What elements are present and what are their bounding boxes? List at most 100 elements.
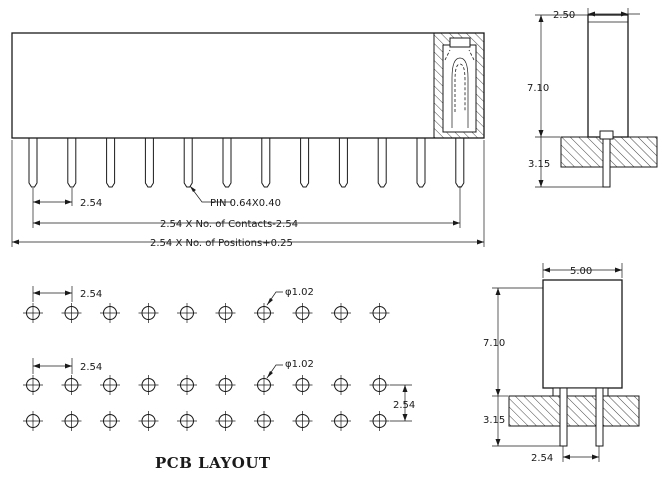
double-width-label: 5.00 xyxy=(570,266,592,277)
dimension-arrow-icon xyxy=(402,414,408,421)
pcb-double-pitch-label: 2.54 xyxy=(80,362,102,373)
side-view-double-row: 5.00 7.10 3.15 2.54 xyxy=(483,263,640,464)
dimension-arrow-icon xyxy=(563,454,570,460)
contacts-dimension: 2.54 X No. of Contacts-2.54 xyxy=(32,186,461,230)
dimension-arrow-icon xyxy=(453,220,460,226)
hole-icon xyxy=(369,303,390,323)
dimension-arrow-icon xyxy=(65,363,72,369)
pcb-double-hole-label: φ1.02 xyxy=(285,359,314,370)
side-height-label: 7.10 xyxy=(527,83,549,94)
pcb-layout-title: PCB LAYOUT xyxy=(155,454,271,472)
dimension-arrow-icon xyxy=(621,11,628,17)
hole-icon xyxy=(100,375,120,395)
front-pins xyxy=(28,138,465,188)
housing-section xyxy=(433,32,485,139)
hole-icon xyxy=(331,303,351,323)
dimension-arrow-icon xyxy=(588,11,595,17)
hole-icon xyxy=(61,375,82,395)
hole-icon xyxy=(331,375,351,395)
hole-icon xyxy=(61,411,82,431)
pin xyxy=(261,138,271,188)
dimension-arrow-icon xyxy=(33,220,40,226)
side-width-label: 2.50 xyxy=(553,10,575,21)
pin-label: PIN 0.64X0.40 xyxy=(210,198,281,209)
dimension-arrow-icon xyxy=(495,288,501,295)
dimension-arrow-icon xyxy=(402,385,408,392)
pin xyxy=(377,138,387,188)
dimension-arrow-icon xyxy=(538,130,544,137)
dimension-arrow-icon xyxy=(33,199,40,205)
dimension-arrow-icon xyxy=(477,239,484,245)
pin xyxy=(222,138,232,188)
hole-icon xyxy=(23,375,43,395)
hole-icon xyxy=(177,375,197,395)
pcb-row-pitch-label: 2.54 xyxy=(393,400,415,411)
hole-icon xyxy=(61,303,82,323)
side-view-single-row: 2.50 7.10 3.15 xyxy=(527,8,658,188)
hole-icon xyxy=(100,411,120,431)
double-height-label: 7.10 xyxy=(483,338,505,349)
hole-icon xyxy=(215,411,236,431)
pcb-double-row: 2.54 φ1.02 2.54 xyxy=(23,358,415,431)
hole-icon xyxy=(254,303,274,323)
hole-icon xyxy=(138,411,159,431)
hole-icon xyxy=(215,303,236,323)
pitch-label: 2.54 xyxy=(80,198,102,209)
pcb-single-pitch-label: 2.54 xyxy=(80,289,102,300)
hole-icon xyxy=(331,411,351,431)
hole-icon xyxy=(23,303,43,323)
double-pitch-label: 2.54 xyxy=(531,453,553,464)
pin-callout: PIN 0.64X0.40 xyxy=(189,185,281,209)
side-tail-label: 3.15 xyxy=(528,159,550,170)
pin xyxy=(416,138,426,188)
dimension-arrow-icon xyxy=(495,439,501,446)
pcb-single-holes xyxy=(23,303,390,323)
pin xyxy=(183,138,193,188)
dimension-arrow-icon xyxy=(33,290,40,296)
contacts-label: 2.54 X No. of Contacts-2.54 xyxy=(160,219,298,230)
pcb-single-hole-label: φ1.02 xyxy=(285,287,314,298)
hole-icon xyxy=(100,303,120,323)
dimension-arrow-icon xyxy=(615,267,622,273)
hole-icon xyxy=(254,411,274,431)
hole-icon xyxy=(138,375,159,395)
hole-icon xyxy=(138,303,159,323)
pin xyxy=(338,138,348,188)
pcb-single-row: 2.54 φ1.02 xyxy=(23,286,390,323)
pin xyxy=(455,138,465,188)
pin xyxy=(28,138,38,188)
hole-icon xyxy=(292,375,313,395)
hole-icon xyxy=(292,411,313,431)
dimension-arrow-icon xyxy=(538,180,544,187)
pin xyxy=(106,138,116,188)
hole-icon xyxy=(215,375,236,395)
pcb-double-holes xyxy=(23,375,390,431)
dimension-arrow-icon xyxy=(65,290,72,296)
dimension-arrow-icon xyxy=(592,454,599,460)
side-housing xyxy=(587,14,629,138)
hole-icon xyxy=(369,411,390,431)
positions-label: 2.54 X No. of Positions+0.25 xyxy=(150,238,293,249)
pin xyxy=(300,138,310,188)
dimension-arrow-icon xyxy=(65,199,72,205)
side-pcb-section-double xyxy=(508,395,640,427)
hole-icon xyxy=(23,411,43,431)
dimension-arrow-icon xyxy=(495,389,501,396)
hole-icon xyxy=(177,411,197,431)
side-housing-double xyxy=(542,279,623,389)
hole-icon xyxy=(292,303,313,323)
pin xyxy=(67,138,77,188)
hole-icon xyxy=(254,375,274,395)
hole-icon xyxy=(177,303,197,323)
dimension-arrow-icon xyxy=(538,15,544,22)
dimension-arrow-icon xyxy=(33,363,40,369)
pitch-dimension: 2.54 xyxy=(32,188,102,209)
pin xyxy=(144,138,154,188)
front-view: 2.54 PIN 0.64X0.40 2.54 X No. of Contact… xyxy=(11,32,485,249)
hole-icon xyxy=(369,375,390,395)
dimension-arrow-icon xyxy=(12,239,19,245)
positions-dimension: 2.54 X No. of Positions+0.25 xyxy=(11,140,485,249)
housing-body xyxy=(11,32,485,139)
dimension-arrow-icon xyxy=(543,267,550,273)
